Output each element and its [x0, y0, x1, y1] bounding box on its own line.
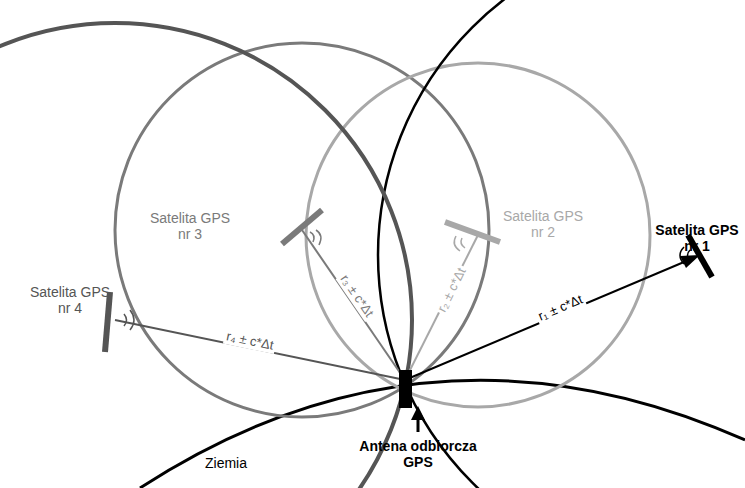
earth-arc — [140, 380, 745, 488]
range-label: r₁ ± c*Δt — [533, 291, 586, 326]
range-line — [405, 235, 478, 380]
satellite-label: Satelita GPS nr 1 — [652, 222, 742, 254]
pointer-arrow — [411, 406, 425, 420]
satellite-label: Satelita GPS nr 4 — [22, 284, 118, 316]
range-line — [302, 230, 405, 380]
satellite-label: Satelita GPS nr 2 — [495, 208, 591, 240]
range-line — [405, 262, 684, 380]
range-circle — [306, 63, 650, 407]
earth-label: Ziemia — [205, 455, 247, 471]
satellite-icon — [282, 210, 322, 245]
range-label: r₃ ± c*Δt — [336, 270, 379, 322]
antenna-label: Antena odbiorcza GPS — [348, 438, 488, 470]
range-label: r₄ ± c*Δt — [223, 328, 277, 354]
range-circle — [378, 0, 745, 488]
range-line — [115, 320, 405, 380]
antenna — [399, 370, 412, 408]
pointer-arrow — [417, 418, 420, 432]
range-circle — [0, 23, 412, 488]
satellite-label: Satelita GPS nr 3 — [142, 210, 238, 242]
range-label: r₂ ± c*Δt — [433, 263, 470, 316]
satellite-icon — [445, 222, 500, 251]
range-circle — [115, 43, 489, 417]
arrowhead — [680, 255, 700, 268]
satellite-icon — [105, 292, 134, 352]
